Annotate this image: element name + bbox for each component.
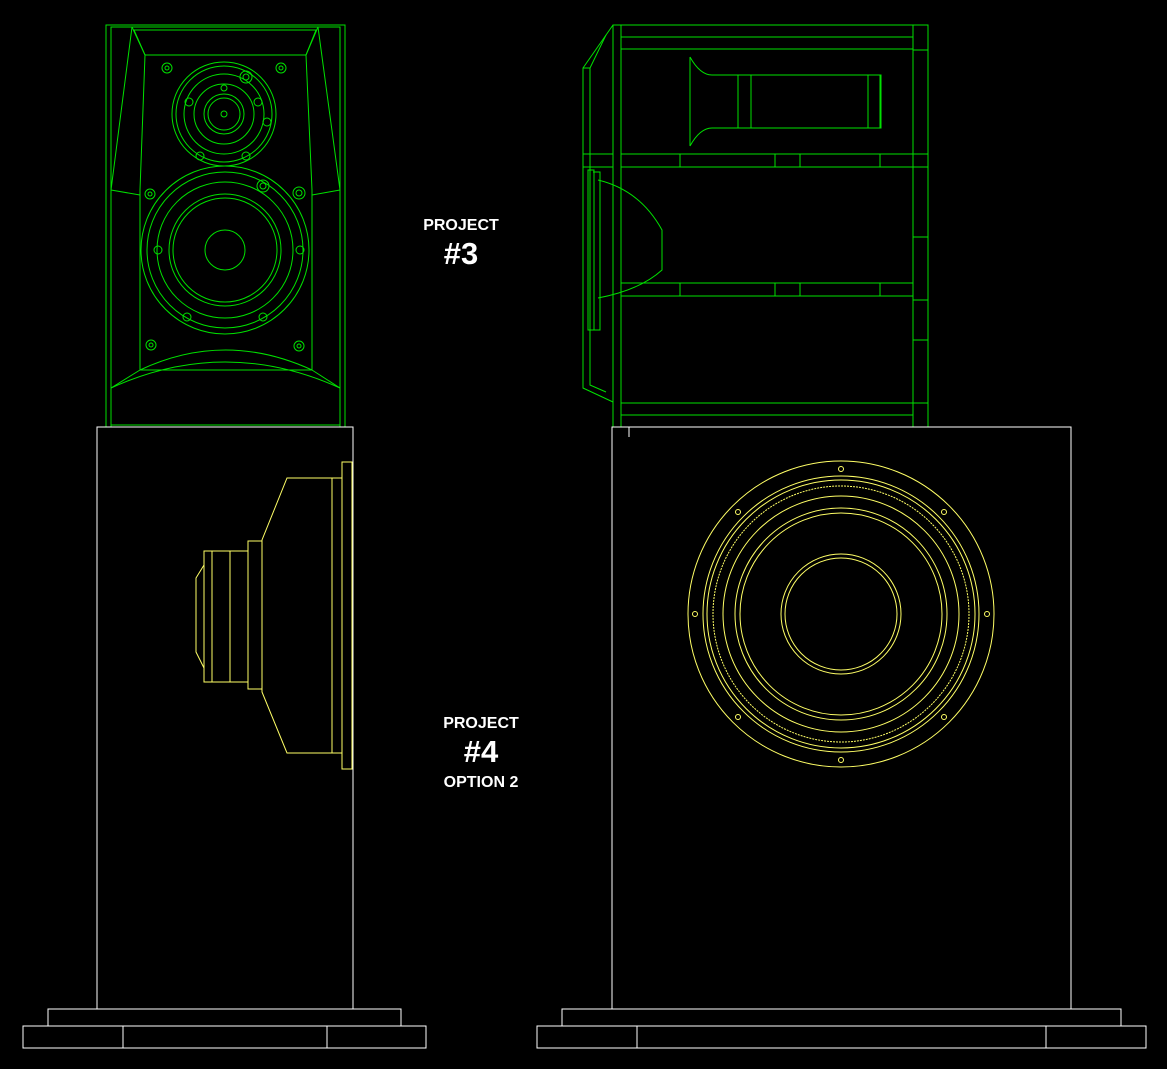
project4-label-number: #4: [464, 734, 499, 769]
project3-label-line1: PROJECT: [423, 217, 499, 234]
subwoofer-driver-front: [687, 460, 995, 768]
project4-label: PROJECT #4 OPTION 2: [443, 715, 519, 791]
project4-label-option: OPTION 2: [444, 774, 519, 791]
subwoofer-driver-side: [195, 461, 353, 770]
tweeter-driver: [171, 61, 277, 167]
monitor-front-view: [105, 24, 346, 428]
project4-label-line1: PROJECT: [443, 715, 519, 732]
monitor-side-view: [582, 24, 929, 428]
woofer-driver: [140, 165, 310, 335]
subwoofer-front-view: [536, 426, 1147, 1049]
project3-label-number: #3: [444, 236, 478, 271]
subwoofer-side-view: [22, 426, 427, 1049]
project3-label: PROJECT #3: [423, 217, 499, 271]
